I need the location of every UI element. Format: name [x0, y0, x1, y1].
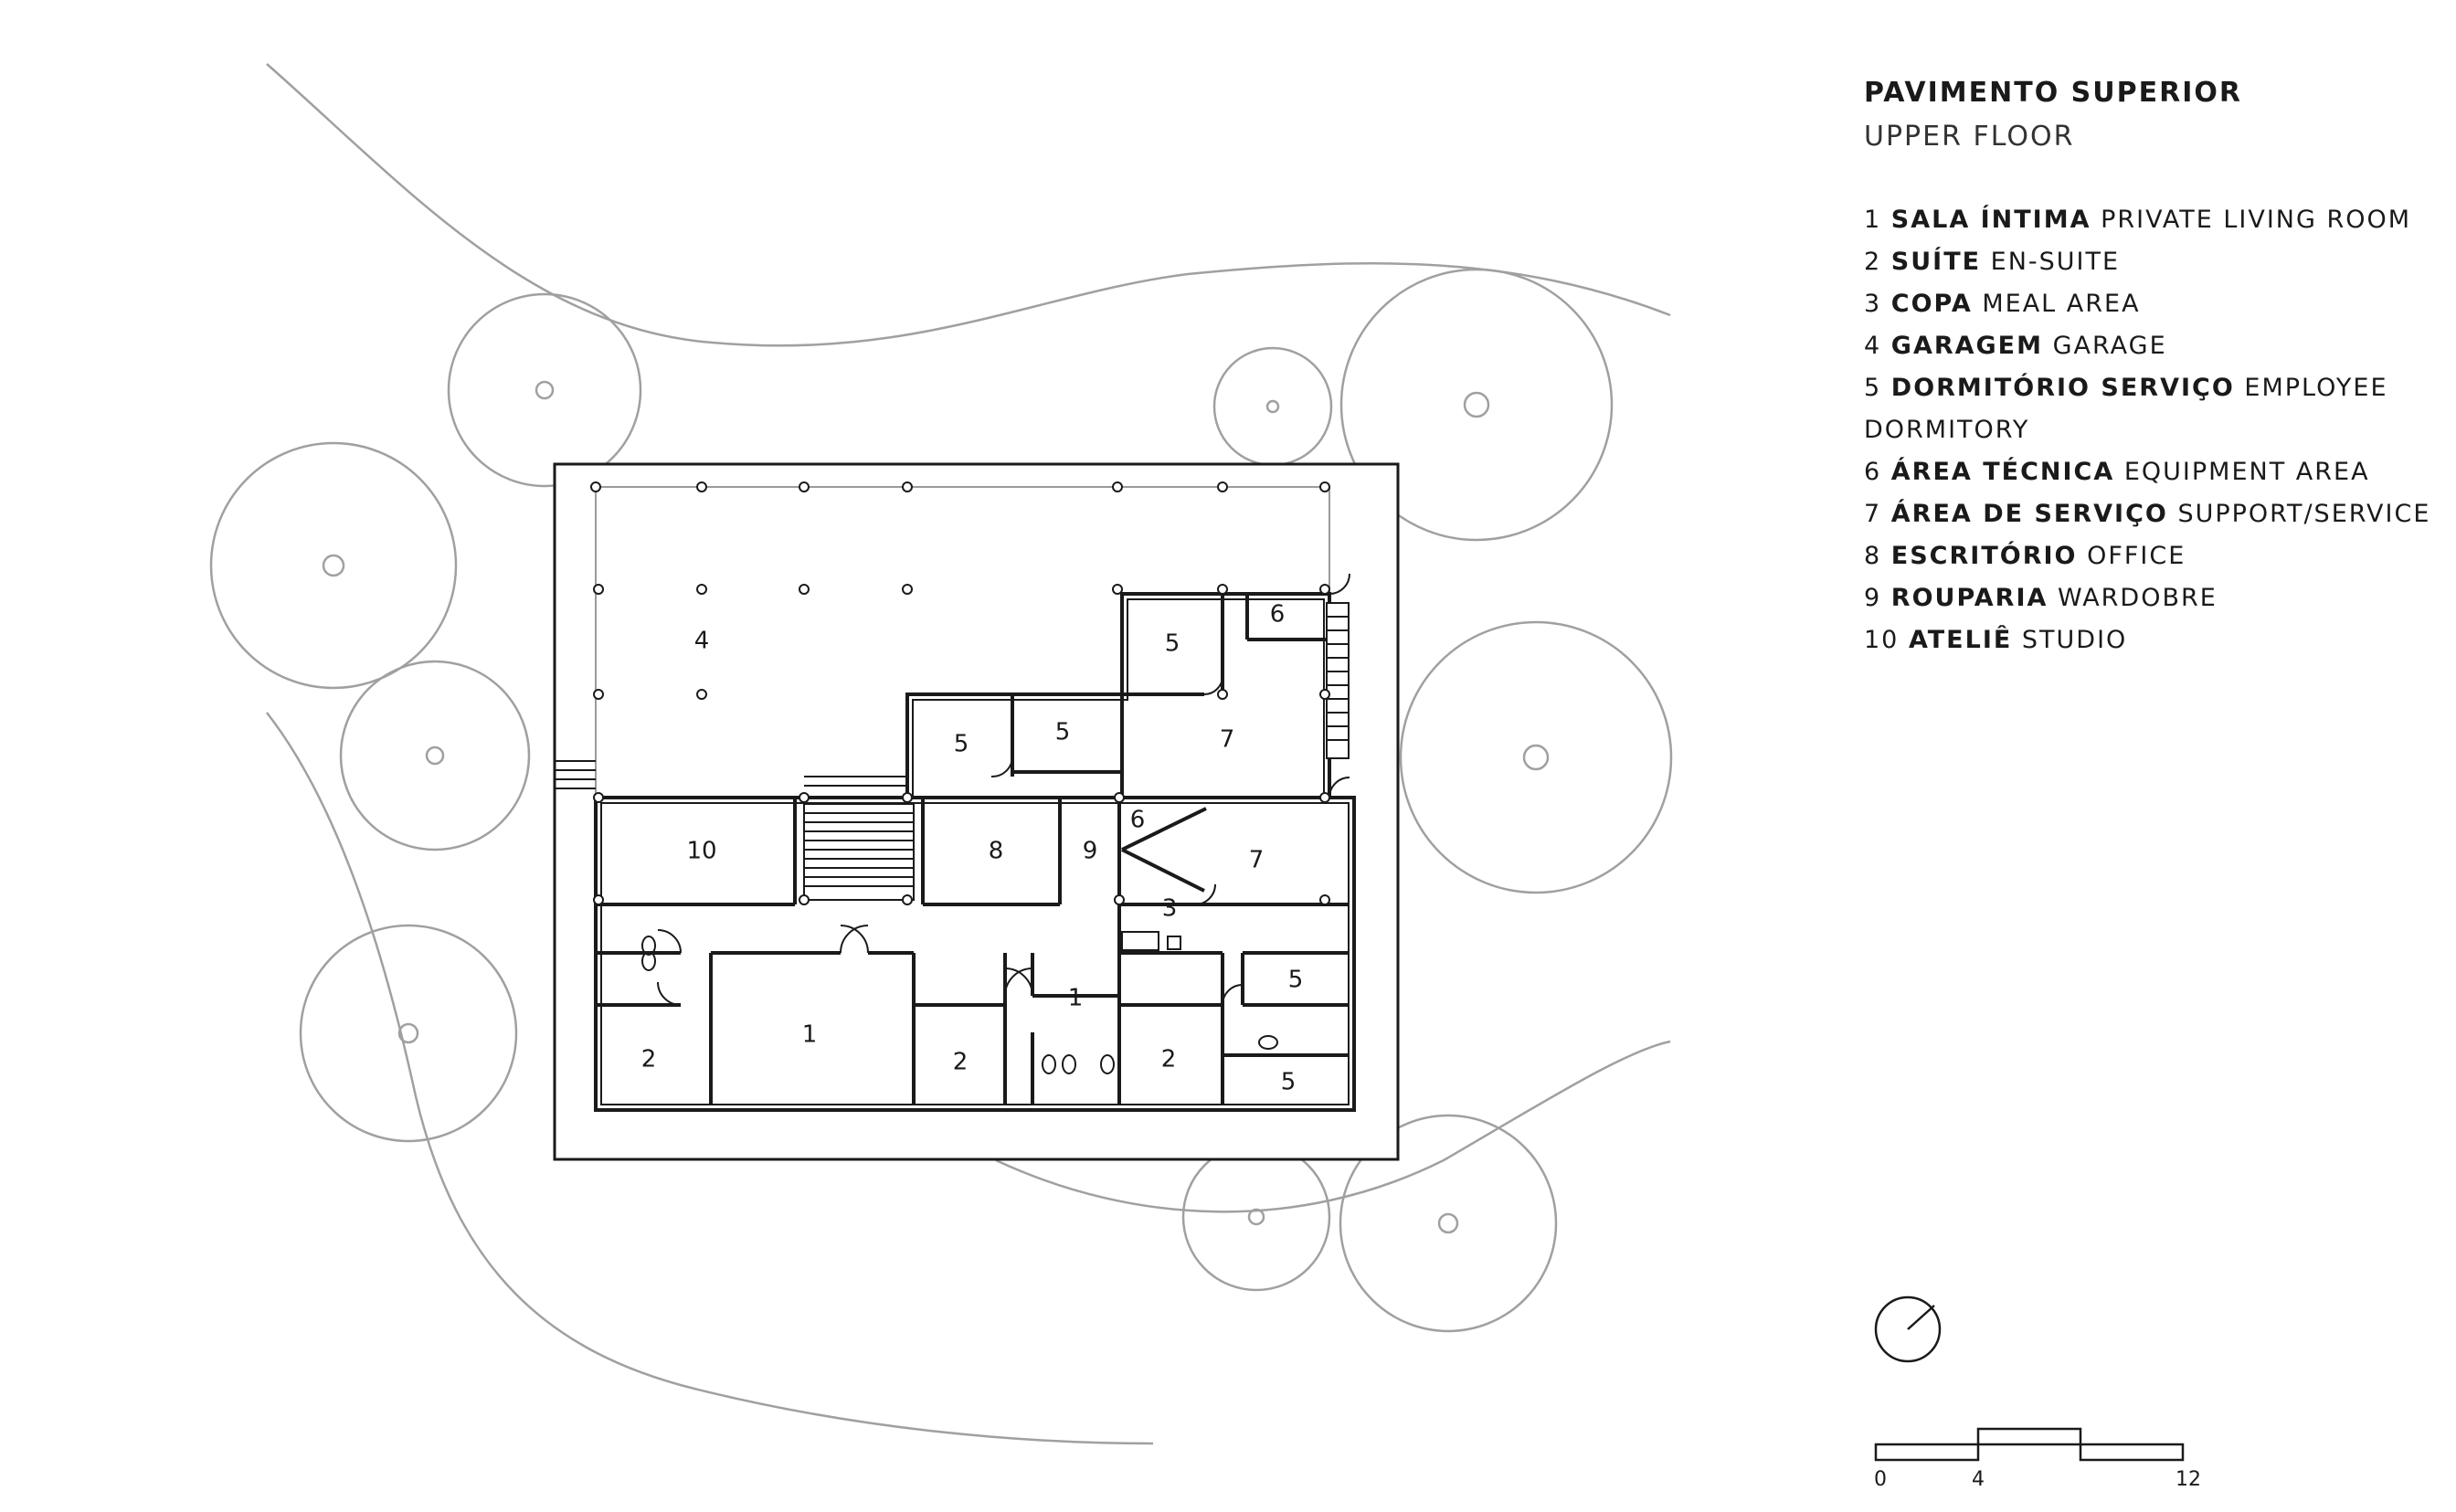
- tree-icon: [1339, 1114, 1558, 1333]
- tree-icon: [1399, 620, 1673, 894]
- room-label-service-a: 7: [1220, 726, 1235, 754]
- room-label-garage: 4: [694, 628, 710, 655]
- entry-steps: [555, 760, 596, 789]
- trees: [209, 268, 1673, 1333]
- room-label-dorm-b: 5: [954, 731, 969, 758]
- legend-item: 6 ÁREA TÉCNICA EQUIPMENT AREA: [1864, 458, 2370, 486]
- tree-icon: [299, 924, 518, 1143]
- plan-subtitle: UPPER FLOOR: [1864, 121, 2075, 153]
- legend-item: 5 DORMITÓRIO SERVIÇO EMPLOYEE DORMITORY: [1864, 374, 2388, 444]
- room-label-suite-c: 2: [1161, 1046, 1177, 1073]
- stairs: [555, 602, 1350, 901]
- plan-title: PAVIMENTO SUPERIOR: [1864, 77, 2242, 109]
- room-label-meal: 3: [1162, 895, 1178, 923]
- central-stair: [803, 776, 915, 901]
- tree-icon: [1181, 1142, 1331, 1292]
- room-label-studio: 10: [686, 838, 716, 865]
- tree-icon: [1212, 346, 1333, 467]
- legend-item: 3 COPA MEAL AREA: [1864, 290, 2141, 318]
- lot-boundary: [553, 462, 1400, 1161]
- tree-icon: [209, 441, 458, 690]
- tree-icon: [447, 292, 642, 488]
- room-label-living-b: 1: [1068, 985, 1084, 1012]
- room-label-dorm-a: 5: [1165, 630, 1180, 658]
- room-label-dorm-c: 5: [1055, 719, 1071, 746]
- building-walls: [594, 592, 1356, 1112]
- contour-line-bottom: [995, 1040, 1671, 1213]
- room-numbers: 4 5 6 5 5 7 6 10 8 9 7 3 5 1 1 2 2 2 5: [641, 601, 1304, 1096]
- legend-item: 9 ROUPARIA WARDOBRE: [1864, 584, 2218, 612]
- tree-icon: [339, 660, 531, 851]
- tree-icon: [1339, 268, 1614, 542]
- room-label-tech-a: 6: [1270, 601, 1286, 629]
- room-label-wardrobe: 9: [1083, 838, 1098, 865]
- terrain-contours: [266, 63, 1671, 1445]
- room-label-suite-b: 2: [953, 1049, 969, 1076]
- scale-label-4: 4: [1972, 1468, 1985, 1491]
- contour-line-top: [266, 63, 1671, 347]
- legend-item: 1 SALA ÍNTIMA PRIVATE LIVING ROOM: [1864, 206, 2412, 234]
- room-label-dorm-d: 5: [1288, 967, 1304, 994]
- legend-item: 10 ATELIÊ STUDIO: [1864, 626, 2128, 654]
- legend-list: 1 SALA ÍNTIMA PRIVATE LIVING ROOM 2 SUÍT…: [1864, 199, 2449, 661]
- room-label-tech-b: 6: [1130, 807, 1146, 834]
- legend-item: 8 ESCRITÓRIO OFFICE: [1864, 542, 2186, 570]
- legend-item: 4 GARAGEM GARAGE: [1864, 332, 2167, 360]
- fixtures: [641, 931, 1278, 1074]
- room-label-service-b: 7: [1249, 847, 1265, 874]
- legend-panel: PAVIMENTO SUPERIOR UPPER FLOOR 1 SALA ÍN…: [1864, 71, 2449, 661]
- contour-line-left: [266, 712, 1154, 1445]
- legend-item: 2 SUÍTE EN-SUITE: [1864, 248, 2121, 276]
- room-label-suite-a: 2: [641, 1046, 657, 1073]
- room-label-dorm-e: 5: [1281, 1069, 1297, 1096]
- room-label-living-a: 1: [802, 1021, 818, 1049]
- scale-bar: [1874, 1427, 2185, 1462]
- north-arrow-icon: [1874, 1295, 1942, 1363]
- doors: [657, 573, 1350, 1006]
- side-stair: [1326, 602, 1350, 759]
- scale-label-12: 12: [2175, 1468, 2201, 1491]
- room-label-office: 8: [989, 838, 1004, 865]
- legend-item: 7 ÁREA DE SERVIÇO SUPPORT/SERVICE: [1864, 500, 2431, 528]
- scale-label-0: 0: [1874, 1468, 1887, 1491]
- columns: [590, 481, 1330, 905]
